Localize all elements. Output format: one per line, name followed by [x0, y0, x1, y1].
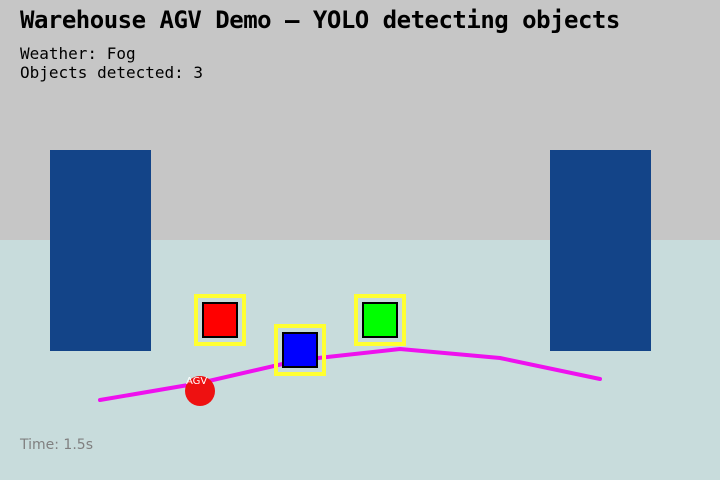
detection-box-blue: [274, 324, 326, 376]
page-title: Warehouse AGV Demo — YOLO detecting obje…: [20, 6, 620, 34]
agv-robot: [185, 376, 215, 406]
agv-label: AGV: [186, 376, 208, 387]
detection-box-green: [354, 294, 406, 346]
green-object: [362, 302, 398, 338]
shelf-right: [550, 150, 651, 351]
red-object: [202, 302, 238, 338]
weather-status: Weather: Fog: [20, 44, 136, 63]
detection-box-red: [194, 294, 246, 346]
shelf-left: [50, 150, 151, 351]
objects-detected-count: Objects detected: 3: [20, 63, 204, 82]
time-readout: Time: 1.5s: [20, 437, 93, 453]
blue-object: [282, 332, 318, 368]
